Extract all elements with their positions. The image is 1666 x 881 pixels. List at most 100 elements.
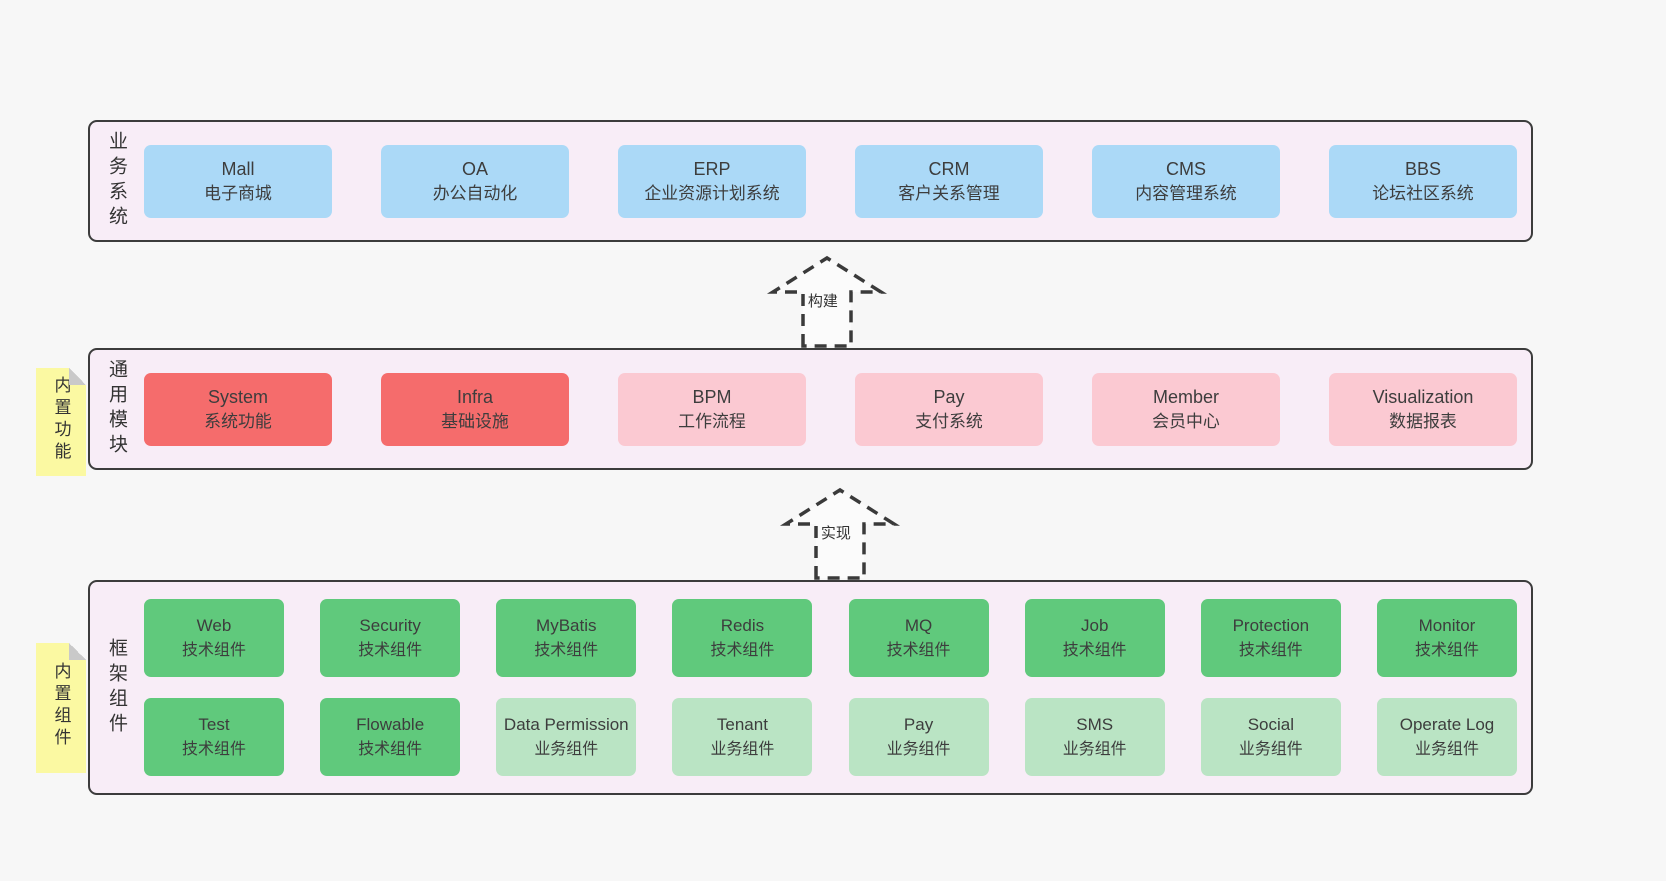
box-title: MQ [904, 616, 933, 636]
box-mq: MQ 技术组件 [848, 599, 989, 677]
box-subtitle: 业务组件 [1415, 740, 1479, 758]
build-arrow-icon: 构建 [757, 254, 897, 348]
box-crm: CRM 客户关系管理 [855, 144, 1043, 218]
box-title: Tenant [716, 715, 768, 735]
box-subtitle: 技术组件 [358, 740, 423, 758]
box-subtitle: 业务组件 [710, 740, 775, 758]
box-subtitle: 技术组件 [1415, 641, 1479, 659]
box-subtitle: 技术组件 [710, 641, 775, 659]
box-title: Social [1247, 715, 1294, 735]
box-redis: Redis 技术组件 [672, 599, 813, 677]
box-title: Job [1080, 616, 1109, 636]
implement-arrow-icon: 实现 [770, 486, 910, 580]
box-subtitle: 技术组件 [1238, 641, 1303, 659]
box-monitor: Monitor 技术组件 [1376, 599, 1517, 677]
box-title: MyBatis [536, 616, 597, 636]
box-subtitle: 论坛社区系统 [1372, 183, 1474, 203]
box-subtitle: 会员中心 [1152, 411, 1220, 431]
box-title: Security [359, 616, 421, 636]
sticky-tag-built-in-components: 内置组件 [36, 643, 86, 773]
box-subtitle: 工作流程 [678, 411, 746, 431]
box-title: OA [461, 158, 488, 179]
box-title: Pay [933, 386, 965, 407]
box-subtitle: 数据报表 [1389, 411, 1457, 431]
box-subtitle: 技术组件 [182, 740, 246, 758]
box-subtitle: 技术组件 [534, 641, 599, 659]
box-subtitle: 企业资源计划系统 [644, 183, 780, 203]
box-data-permission: Data Permission 业务组件 [496, 698, 637, 776]
box-subtitle: 技术组件 [358, 641, 423, 659]
box-subtitle: 办公自动化 [432, 183, 518, 203]
box-subtitle: 技术组件 [886, 641, 951, 659]
implement-arrow-label: 实现 [818, 522, 853, 543]
box-title: Test [198, 715, 230, 735]
build-arrow-label: 构建 [805, 290, 840, 311]
box-title: Operate Log [1399, 715, 1495, 735]
box-title: Mall [221, 158, 255, 179]
box-subtitle: 业务组件 [886, 740, 951, 758]
box-visualization: Visualization 数据报表 [1329, 372, 1517, 446]
box-protection: Protection 技术组件 [1200, 599, 1341, 677]
box-subtitle: 内容管理系统 [1135, 183, 1237, 203]
box-pay: Pay 支付系统 [855, 372, 1043, 446]
box-subtitle: 技术组件 [1062, 641, 1127, 659]
section-label-framework: 框架组件 [106, 637, 127, 738]
box-mybatis: MyBatis 技术组件 [496, 599, 637, 677]
box-title: SMS [1076, 715, 1114, 735]
box-subtitle: 电子商城 [204, 183, 272, 203]
box-subtitle: 技术组件 [182, 641, 246, 659]
sticky-tag-built-in-features: 内置功能 [36, 368, 86, 476]
box-title: Flowable [356, 715, 425, 735]
box-job: Job 技术组件 [1024, 599, 1165, 677]
box-title: BBS [1404, 158, 1442, 179]
box-title: Web [196, 616, 232, 636]
section-label-modules: 通用模块 [106, 359, 127, 459]
box-title: System [207, 386, 268, 407]
box-web: Web 技术组件 [144, 599, 284, 677]
box-subtitle: 业务组件 [1238, 740, 1303, 758]
box-social: Social 业务组件 [1200, 698, 1341, 776]
box-tenant: Tenant 业务组件 [672, 698, 813, 776]
box-erp: ERP 企业资源计划系统 [618, 144, 806, 218]
box-subtitle: 客户关系管理 [898, 183, 1000, 203]
box-test: Test 技术组件 [144, 698, 284, 776]
sticky-tag-label: 内置组件 [51, 661, 71, 750]
box-subtitle: 业务组件 [534, 740, 599, 758]
box-security: Security 技术组件 [320, 599, 461, 677]
folded-corner-icon [69, 643, 86, 660]
box-title: Monitor [1418, 616, 1476, 636]
box-operate-log: Operate Log 业务组件 [1376, 698, 1517, 776]
box-subtitle: 业务组件 [1062, 740, 1127, 758]
box-member: Member 会员中心 [1092, 372, 1280, 446]
box-bbs: BBS 论坛社区系统 [1329, 144, 1517, 218]
box-subtitle: 支付系统 [915, 411, 983, 431]
box-system: System 系统功能 [144, 372, 332, 446]
folded-corner-icon [69, 368, 86, 385]
section-business-systems: 业务系统 Mall 电子商城 OA 办公自动化 ERP 企业资源计划系统 CRM 客户关系管理… [88, 120, 1533, 242]
box-subtitle: 系统功能 [204, 411, 272, 431]
box-title: CRM [928, 158, 970, 179]
section-label-business: 业务系统 [106, 131, 127, 231]
box-title: Infra [456, 386, 494, 407]
box-title: Redis [720, 616, 765, 636]
box-mall: Mall 电子商城 [144, 144, 332, 218]
box-title: Pay [903, 715, 934, 735]
box-sms: SMS 业务组件 [1024, 698, 1165, 776]
box-title: ERP [693, 158, 731, 179]
box-oa: OA 办公自动化 [381, 144, 569, 218]
box-title: Member [1152, 386, 1219, 407]
box-title: Data Permission [503, 715, 629, 735]
box-title: Protection [1232, 616, 1310, 636]
box-title: Visualization [1372, 386, 1474, 407]
